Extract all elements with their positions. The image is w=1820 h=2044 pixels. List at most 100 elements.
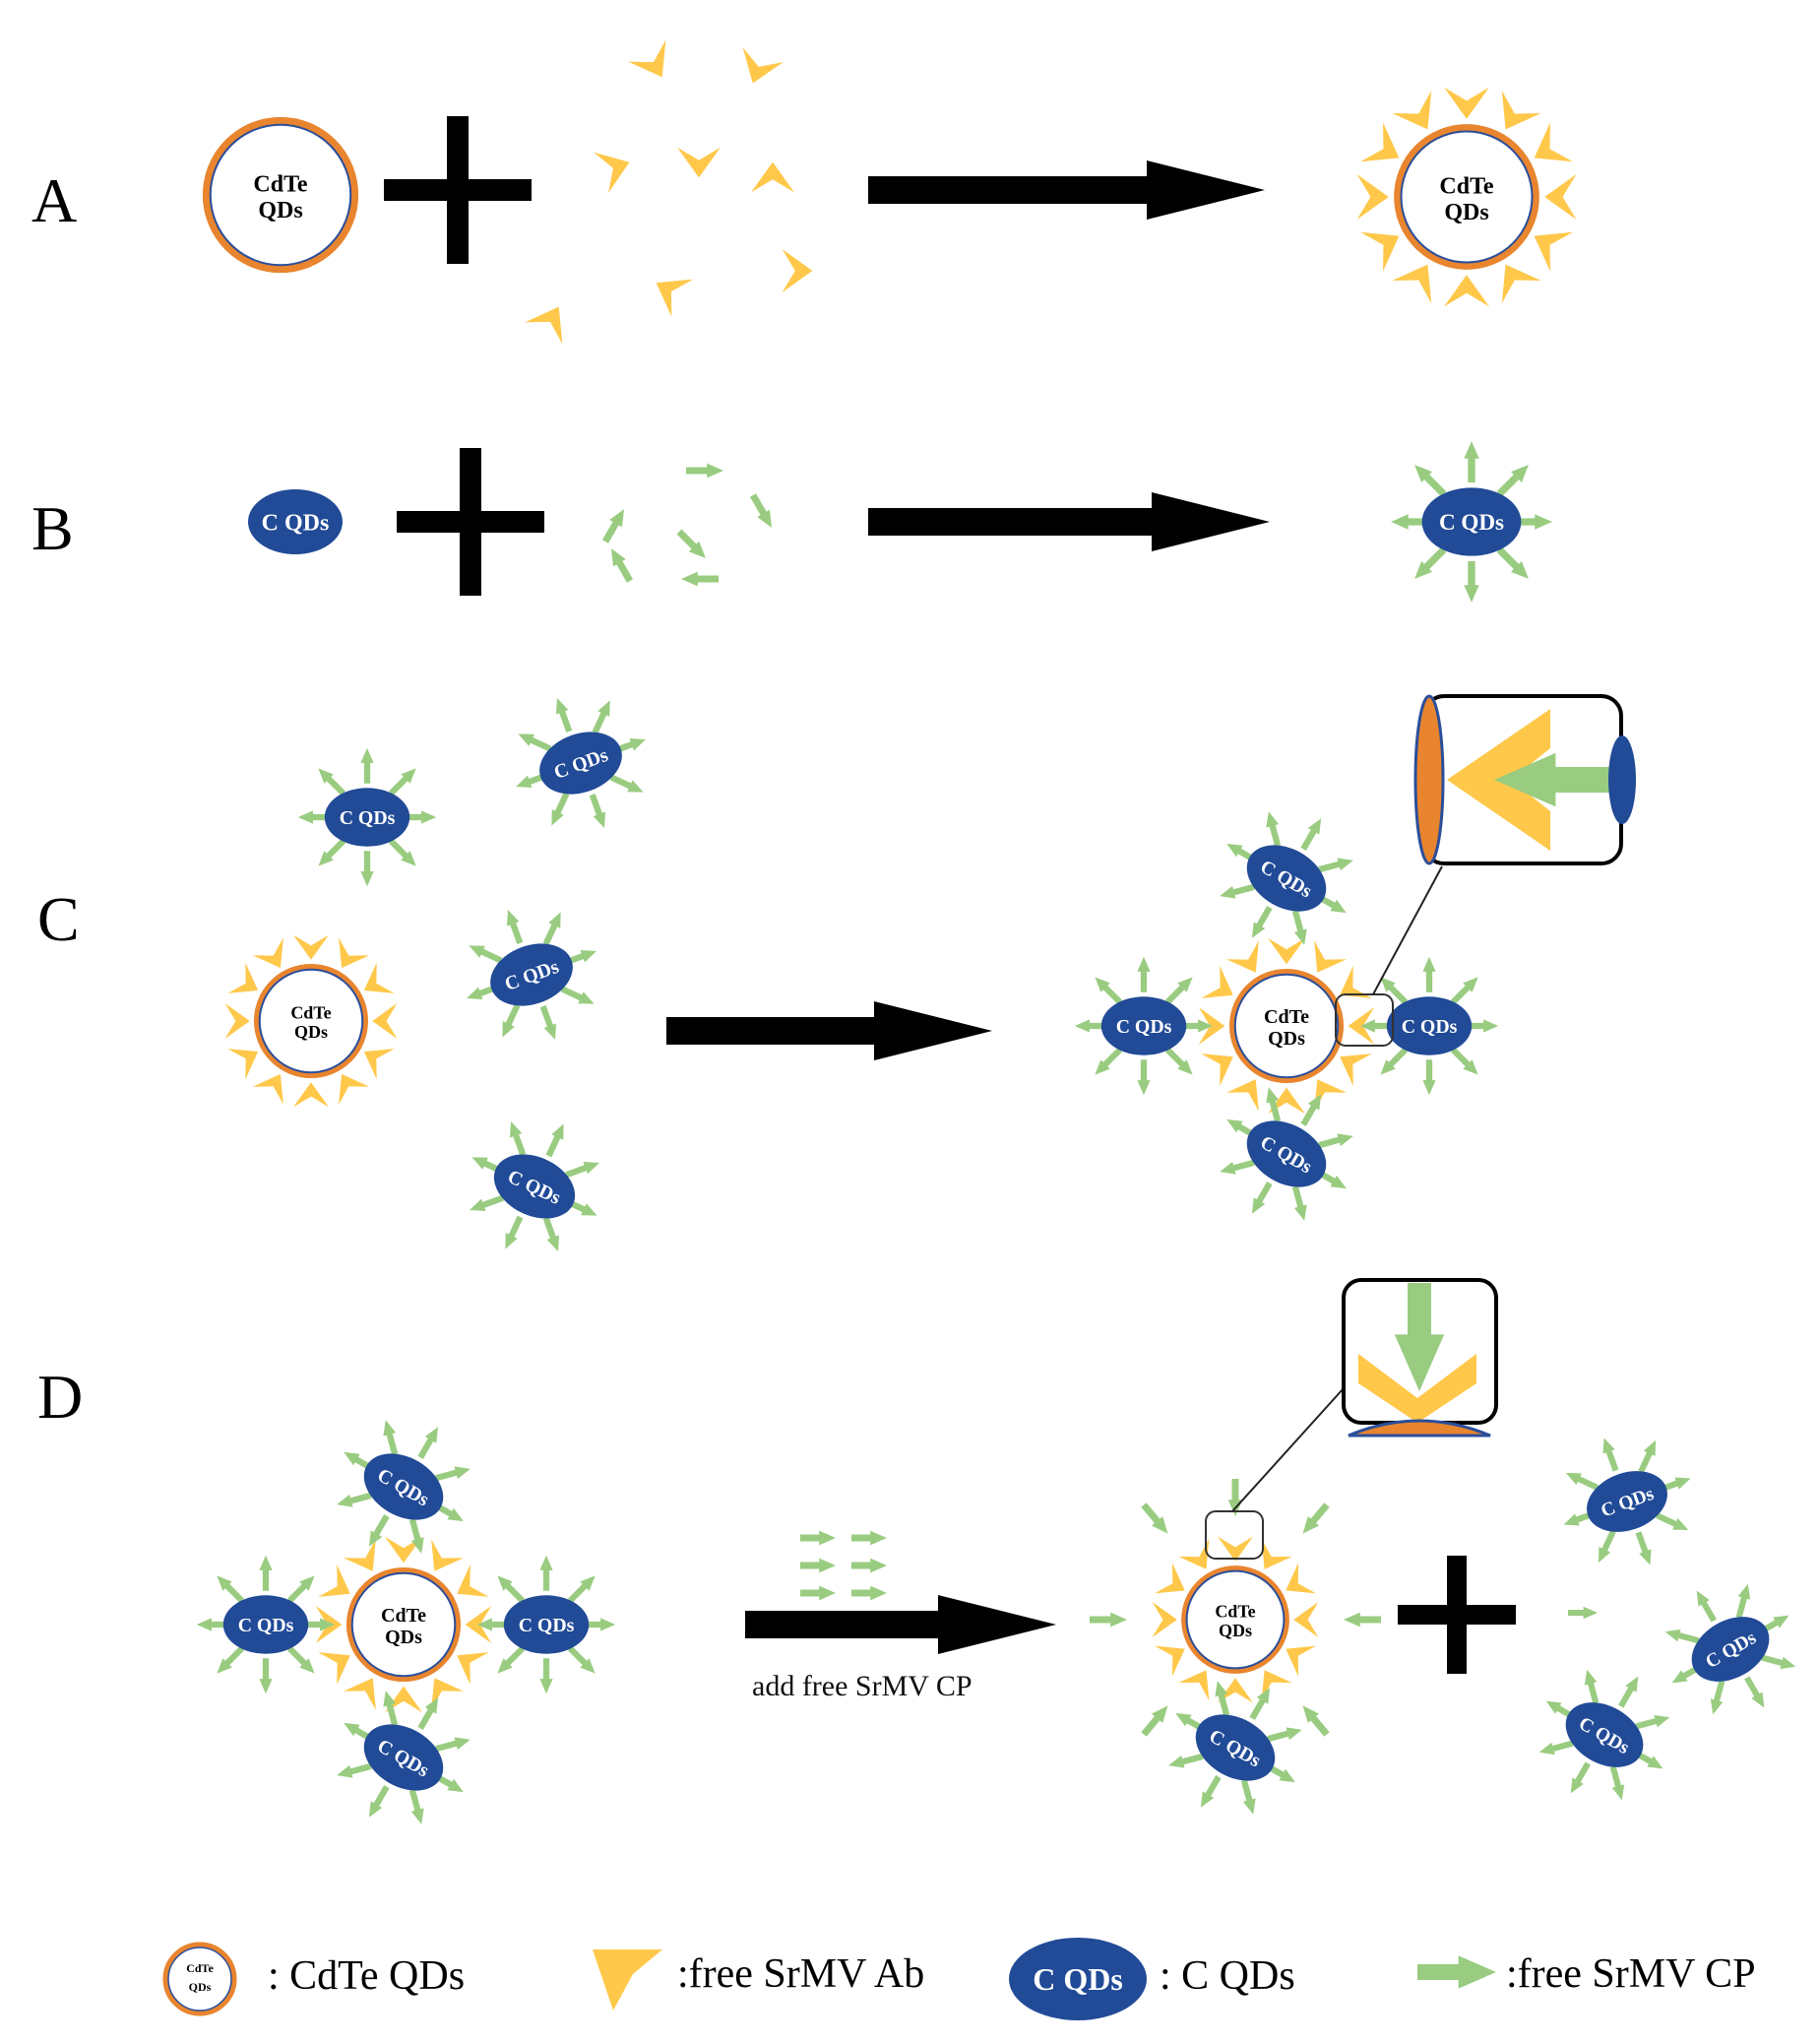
panel-b-label: B xyxy=(31,493,74,563)
cdte-label-line1: CdTe xyxy=(1439,173,1493,199)
coat-protein-arrow-icon xyxy=(1391,514,1433,530)
antibody-chevron-icon xyxy=(227,962,259,993)
coat-protein-arrow-icon xyxy=(286,1645,315,1674)
antibody-chevron-shape xyxy=(384,1686,423,1713)
antibody-chevron-icon xyxy=(227,1049,259,1080)
antibody-chevron-shape xyxy=(343,1678,376,1710)
coat-protein-arrow-shape xyxy=(1318,858,1353,873)
coat-protein-arrow-shape xyxy=(1344,1612,1381,1628)
antibody-chevron-icon xyxy=(339,1073,370,1105)
antibody-chevron-shape xyxy=(343,1539,376,1571)
antibody-chevron-icon xyxy=(363,1049,395,1080)
coat-protein-arrow-icon xyxy=(749,493,772,528)
antibody-chevron-icon xyxy=(363,962,395,993)
coat-protein-arrow-icon xyxy=(1538,1740,1574,1756)
cqd-label: C QDs xyxy=(1402,1016,1458,1038)
antibody-chevron-icon xyxy=(1544,174,1577,220)
coat-protein-arrow-icon xyxy=(360,851,374,887)
antibody-chevron-icon xyxy=(384,1536,423,1564)
coat-protein-arrow-shape xyxy=(539,1555,553,1591)
coat-protein-arrow-icon xyxy=(565,1161,599,1179)
coat-protein-arrow-shape xyxy=(580,1618,616,1631)
coat-protein-arrow-shape xyxy=(1380,1047,1409,1075)
coat-protein-arrow-icon xyxy=(435,1737,471,1753)
coat-protein-arrow-icon xyxy=(1240,1779,1256,1815)
coat-protein-arrow-shape xyxy=(1267,1727,1302,1743)
carbon-qd-oval-icon: C QDs xyxy=(363,1453,444,1520)
carbon-qd-oval-icon: C QDs xyxy=(324,788,410,847)
coat-protein-arrow-shape xyxy=(1220,883,1255,899)
coat-protein-arrow-shape xyxy=(518,734,552,752)
cdte-ring-orange xyxy=(1394,124,1539,270)
cqd-label: C QDs xyxy=(340,807,396,829)
antibody-chevron-shape xyxy=(1217,1678,1254,1703)
antibody-chevron-shape xyxy=(292,934,330,960)
coat-protein-arrow-shape xyxy=(469,945,503,964)
coat-protein-arrow-icon xyxy=(851,1530,887,1546)
coat-protein-arrow-icon xyxy=(611,548,634,583)
coat-protein-arrow-icon xyxy=(368,1785,390,1818)
antibody-chevron-icon xyxy=(1534,122,1573,162)
coat-protein-arrow-shape xyxy=(497,1575,526,1604)
antibody-chevron-icon xyxy=(1225,1079,1259,1112)
plus-horizontal xyxy=(397,511,544,533)
coat-protein-arrow-icon xyxy=(1422,956,1436,992)
antibody-chevron-icon xyxy=(1267,937,1306,965)
coat-protein-arrow-shape xyxy=(505,1215,524,1249)
carbon-qd-oval-icon: C QDs xyxy=(1246,1120,1327,1187)
cdte-label-line2: QDs xyxy=(294,1022,328,1042)
antibody-chevron-shape xyxy=(1267,937,1306,965)
coat-protein-arrow-shape xyxy=(470,1194,504,1212)
cqd-oval xyxy=(539,732,622,795)
antibody-chevron-icon xyxy=(1392,91,1432,130)
coat-protein-arrow-icon xyxy=(360,747,374,784)
coat-protein-arrow-shape xyxy=(509,1121,527,1156)
coat-protein-arrow-shape xyxy=(800,1585,836,1601)
antibody-chevron-shape xyxy=(1293,1602,1319,1637)
coat-protein-arrow-icon xyxy=(1570,1761,1591,1794)
antibody-chevron-shape xyxy=(1360,122,1400,162)
coat-protein-arrow-shape xyxy=(417,1697,439,1730)
antibody-chevron-shape xyxy=(1314,1079,1348,1112)
coat-protein-arrow-icon xyxy=(1635,1531,1652,1565)
coat-protein-arrow-icon xyxy=(1266,1087,1282,1122)
antibody-chevron-icon xyxy=(318,1564,350,1597)
coat-protein-arrow-shape xyxy=(1137,956,1151,992)
coat-protein-arrow-shape xyxy=(497,1645,526,1674)
coat-protein-arrow-icon xyxy=(1696,1590,1717,1623)
antibody-chevron-shape xyxy=(292,1082,330,1108)
antibody-chevron-shape xyxy=(1360,231,1400,272)
antibody-chevron-icon xyxy=(1217,1536,1254,1562)
coat-protein-arrow-shape xyxy=(1215,1681,1230,1716)
coat-protein-arrow-shape xyxy=(749,493,772,528)
coat-protein-arrow-icon xyxy=(1318,858,1353,873)
coat-protein-arrow-icon xyxy=(560,986,595,1004)
coat-protein-arrow-icon xyxy=(383,1691,399,1726)
antibody-chevron-shape xyxy=(1152,1602,1177,1637)
coat-protein-arrow-shape xyxy=(417,1427,439,1459)
cqd-label: C QDs xyxy=(238,1615,294,1636)
coat-protein-arrow-icon xyxy=(297,810,334,824)
antibody-chevron-icon xyxy=(1340,965,1372,998)
antibody-chevron-icon xyxy=(1392,264,1432,303)
antibody-chevron-shape xyxy=(1534,231,1573,272)
coat-protein-arrow-icon xyxy=(1074,1019,1110,1033)
coat-protein-arrow-icon xyxy=(580,1618,616,1631)
coat-protein-arrow-shape xyxy=(676,529,706,558)
antibody-chevron-shape xyxy=(1444,275,1489,307)
antibody-chevron-icon xyxy=(750,161,795,193)
coat-protein-arrow-shape xyxy=(360,747,374,784)
plus-sign xyxy=(397,448,544,596)
coat-protein-arrow-icon xyxy=(1496,546,1529,579)
coat-protein-arrow-icon xyxy=(1359,1019,1396,1033)
antibody-chevron-icon xyxy=(252,937,283,969)
carbon-qd-oval-icon: C QDs xyxy=(222,1595,309,1654)
coat-protein-arrow-shape xyxy=(1450,977,1478,1005)
cdte-label-line2: QDs xyxy=(189,1980,212,1994)
coat-protein-arrow-icon xyxy=(259,1555,273,1591)
cdte-label-line2: QDs xyxy=(1444,200,1488,225)
